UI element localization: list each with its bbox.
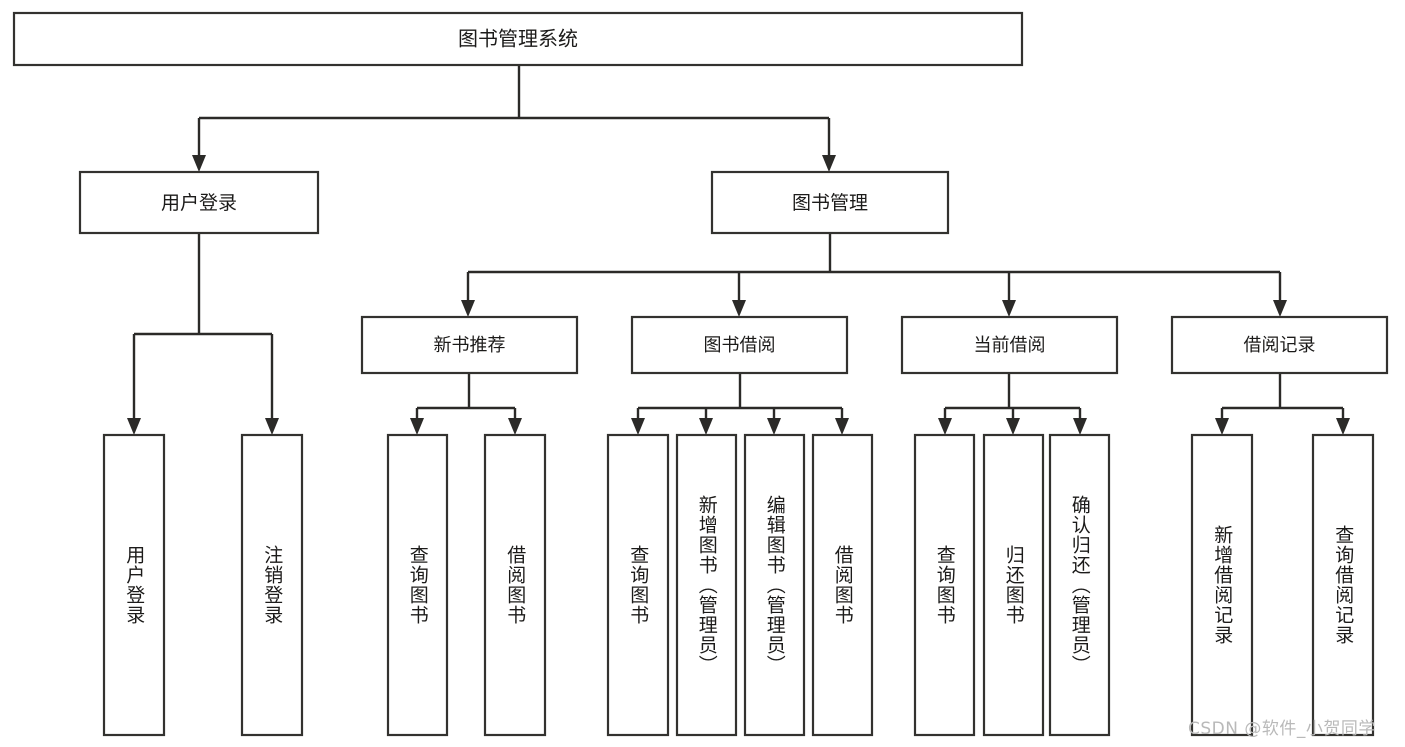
- node-box[interactable]: [710, 170, 950, 235]
- arrow-head-icon: [1002, 300, 1016, 317]
- connector-new-book-recommend-bus: [410, 373, 522, 435]
- leaf-box[interactable]: [606, 433, 670, 737]
- arrow-head-icon: [822, 155, 836, 172]
- node-user-login[interactable]: 用户登录: [78, 170, 320, 235]
- node-borrow-record[interactable]: 借阅记录: [1170, 315, 1389, 375]
- node-label: 图书管理: [792, 192, 868, 214]
- leaf-box[interactable]: [1048, 433, 1111, 737]
- node-label: 用户登录: [161, 192, 237, 214]
- node-box[interactable]: [630, 315, 849, 375]
- connector-user-login-bus: [127, 233, 279, 435]
- connectors-layer: [127, 65, 1350, 435]
- arrow-head-icon: [410, 418, 424, 435]
- arrow-head-icon: [938, 418, 952, 435]
- node-book-management[interactable]: 图书管理: [710, 170, 950, 235]
- arrow-head-icon: [127, 418, 141, 435]
- leaf-leaf-return-book[interactable]: [982, 433, 1045, 737]
- leaf-leaf-add-book-admin[interactable]: [675, 433, 738, 737]
- arrow-head-icon: [1336, 418, 1350, 435]
- connector-book-borrow-bus: [631, 373, 849, 435]
- leaf-leaf-query-book-current[interactable]: [913, 433, 976, 737]
- leaf-leaf-borrow-book-recommend[interactable]: [483, 433, 547, 737]
- leaf-leaf-logout-login[interactable]: [240, 433, 304, 737]
- leaf-leaf-confirm-return-admin[interactable]: [1048, 433, 1111, 737]
- leaf-box[interactable]: [1190, 433, 1254, 737]
- leaf-box[interactable]: [1311, 433, 1375, 737]
- leaf-box[interactable]: [675, 433, 738, 737]
- node-book-borrow[interactable]: 图书借阅: [630, 315, 849, 375]
- arrow-head-icon: [508, 418, 522, 435]
- leaf-leaf-edit-book-admin[interactable]: [743, 433, 806, 737]
- arrow-head-icon: [1006, 418, 1020, 435]
- leaf-leaf-query-book-recommend[interactable]: [386, 433, 449, 737]
- arrow-head-icon: [265, 418, 279, 435]
- arrow-head-icon: [699, 418, 713, 435]
- arrow-head-icon: [461, 300, 475, 317]
- leaf-box[interactable]: [811, 433, 874, 737]
- node-box[interactable]: [12, 11, 1024, 67]
- arrow-head-icon: [631, 418, 645, 435]
- leaf-leaf-add-borrow-record[interactable]: [1190, 433, 1254, 737]
- connector-root-bus: [192, 65, 836, 172]
- leaf-box[interactable]: [743, 433, 806, 737]
- node-root[interactable]: 图书管理系统: [12, 11, 1024, 67]
- arrow-head-icon: [192, 155, 206, 172]
- leaf-leaf-borrow-book[interactable]: [811, 433, 874, 737]
- leaf-box[interactable]: [386, 433, 449, 737]
- node-box[interactable]: [360, 315, 579, 375]
- leaf-box[interactable]: [913, 433, 976, 737]
- arrow-head-icon: [1273, 300, 1287, 317]
- node-label: 图书借阅: [704, 335, 776, 356]
- arrow-head-icon: [732, 300, 746, 317]
- leaf-box[interactable]: [240, 433, 304, 737]
- leaf-leaf-user-login[interactable]: [102, 433, 166, 737]
- node-label: 借阅记录: [1244, 335, 1316, 356]
- node-box[interactable]: [900, 315, 1119, 375]
- connector-borrow-record-bus: [1215, 373, 1350, 435]
- arrow-head-icon: [767, 418, 781, 435]
- node-box[interactable]: [78, 170, 320, 235]
- leaf-box[interactable]: [483, 433, 547, 737]
- leaf-box[interactable]: [102, 433, 166, 737]
- connector-book-management-bus: [461, 233, 1287, 317]
- connector-current-borrow-bus: [938, 373, 1087, 435]
- node-label: 新书推荐: [434, 335, 506, 356]
- node-label: 当前借阅: [974, 335, 1046, 356]
- leaf-box[interactable]: [982, 433, 1045, 737]
- leaf-leaf-query-book-borrow[interactable]: [606, 433, 670, 737]
- leaf-leaf-query-borrow-record[interactable]: [1311, 433, 1375, 737]
- node-new-book-recommend[interactable]: 新书推荐: [360, 315, 579, 375]
- arrow-head-icon: [1215, 418, 1229, 435]
- node-current-borrow[interactable]: 当前借阅: [900, 315, 1119, 375]
- arrow-head-icon: [1073, 418, 1087, 435]
- csdn-watermark: CSDN @软件_小贺同学: [1188, 719, 1376, 739]
- node-box[interactable]: [1170, 315, 1389, 375]
- node-label: 图书管理系统: [458, 27, 578, 51]
- arrow-head-icon: [835, 418, 849, 435]
